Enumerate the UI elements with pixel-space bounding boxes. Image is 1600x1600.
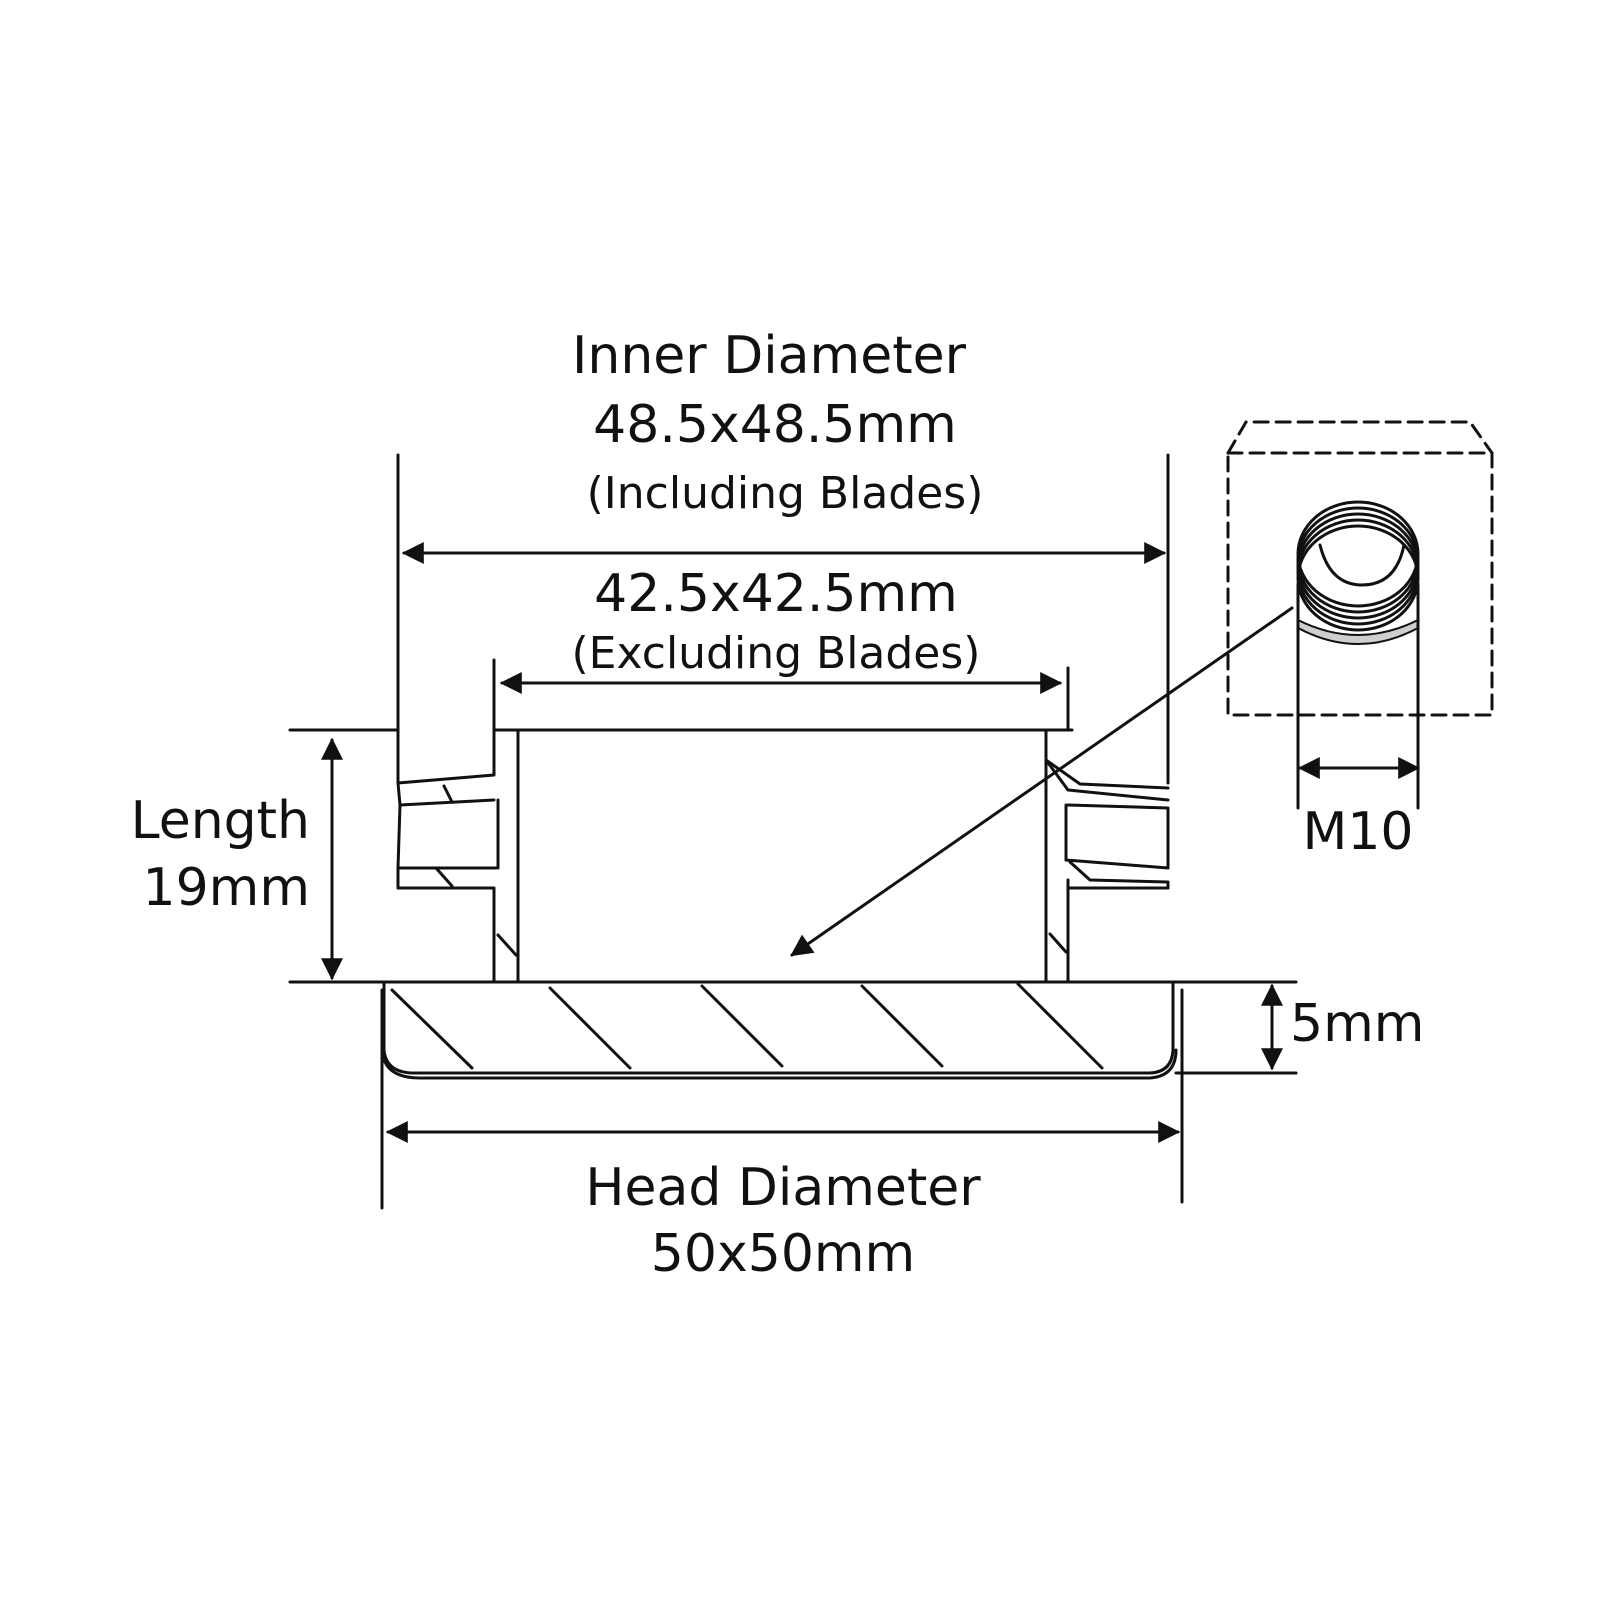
inner-diameter-title: Inner Diameter (572, 326, 966, 386)
leader-arrow (790, 606, 1294, 957)
extension-lines (288, 453, 1298, 1210)
right-blade (1044, 758, 1170, 897)
inner-diameter-note: (Including Blades) (586, 468, 984, 519)
head-plate (380, 980, 1184, 1080)
thread-size-label: M10 (1302, 802, 1414, 862)
left-blade (396, 728, 500, 897)
inner-diameter-value: 48.5x48.5mm (593, 395, 957, 455)
excluding-blades-value: 42.5x42.5mm (594, 564, 958, 624)
head-thickness-value: 5mm (1290, 994, 1425, 1054)
length-title: Length (130, 791, 310, 851)
plug-body (492, 728, 1074, 984)
head-diameter-title: Head Diameter (585, 1158, 981, 1218)
threaded-insert (1226, 420, 1494, 810)
head-diameter-value: 50x50mm (650, 1224, 916, 1284)
length-value: 19mm (142, 858, 310, 918)
excluding-blades-note: (Excluding Blades) (571, 628, 981, 679)
